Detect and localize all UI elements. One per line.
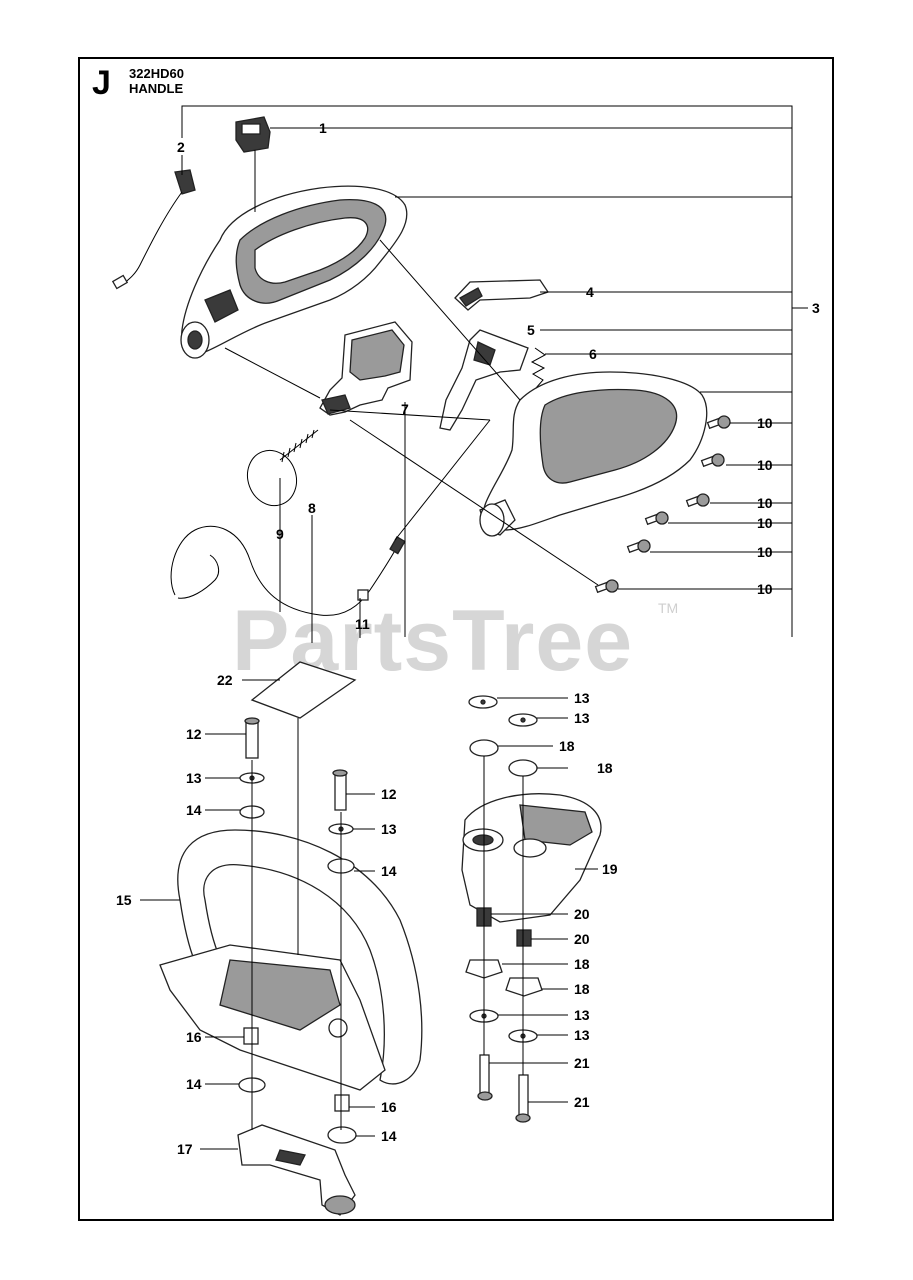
callout-22: 22 xyxy=(217,672,233,688)
callout-10: 10 xyxy=(757,581,773,597)
callout-2: 2 xyxy=(177,139,185,155)
part-19-rear-mount xyxy=(461,793,602,923)
callout-9: 9 xyxy=(276,526,284,542)
watermark-trademark: TM xyxy=(658,600,679,616)
callout-11: 11 xyxy=(355,616,370,632)
callout-20: 20 xyxy=(574,931,590,947)
callout-13: 13 xyxy=(574,1007,590,1023)
callout-10: 10 xyxy=(757,415,773,431)
part-15-front-handle xyxy=(159,829,423,1091)
callout-16: 16 xyxy=(186,1029,202,1045)
callout-17: 17 xyxy=(177,1141,193,1157)
callout-16: 16 xyxy=(381,1099,397,1115)
callout-18: 18 xyxy=(574,956,590,972)
callout-13: 13 xyxy=(574,690,590,706)
callout-14: 14 xyxy=(186,802,202,818)
callout-10: 10 xyxy=(757,544,773,560)
diagram-frame xyxy=(78,57,834,1221)
callout-15: 15 xyxy=(116,892,132,908)
callout-13: 13 xyxy=(381,821,397,837)
callout-10: 10 xyxy=(757,515,773,531)
callout-10: 10 xyxy=(757,457,773,473)
callout-6: 6 xyxy=(589,346,597,362)
callout-14: 14 xyxy=(381,863,397,879)
part-22-label xyxy=(250,661,357,719)
callout-21: 21 xyxy=(574,1094,590,1110)
leader-lines xyxy=(140,105,808,1150)
part-4-lever xyxy=(454,279,550,311)
callout-13: 13 xyxy=(186,770,202,786)
part-9-o-ring xyxy=(246,449,298,507)
part-10-screws xyxy=(594,415,731,594)
callout-7: 7 xyxy=(401,401,409,417)
callout-19: 19 xyxy=(602,861,618,877)
part-3-lower-handle-housing xyxy=(479,371,708,537)
callout-14: 14 xyxy=(186,1076,202,1092)
callout-21: 21 xyxy=(574,1055,590,1071)
callout-18: 18 xyxy=(597,760,613,776)
part-17-bracket xyxy=(237,1124,356,1216)
section-title: HANDLE xyxy=(129,81,184,96)
part-8-spring xyxy=(279,429,319,463)
model-number: 322HD60 xyxy=(129,66,184,81)
part-1-switch xyxy=(235,116,271,153)
callout-10: 10 xyxy=(757,495,773,511)
callout-8: 8 xyxy=(308,500,316,516)
section-letter: J xyxy=(92,64,111,102)
callout-1: 1 xyxy=(319,120,327,136)
callout-4: 4 xyxy=(586,284,594,300)
part-6-spring xyxy=(530,347,546,389)
part-3-upper-handle-housing xyxy=(180,185,408,359)
callout-3: 3 xyxy=(812,300,820,316)
callout-13: 13 xyxy=(574,710,590,726)
part-7-throttle-bracket xyxy=(319,321,413,416)
callout-5: 5 xyxy=(527,322,535,338)
callout-18: 18 xyxy=(559,738,575,754)
callout-13: 13 xyxy=(574,1027,590,1043)
part-2-wire xyxy=(111,169,196,290)
callout-14: 14 xyxy=(381,1128,397,1144)
callout-12: 12 xyxy=(381,786,397,802)
callout-18: 18 xyxy=(574,981,590,997)
callout-labels: 1 2 3 4 5 6 7 8 9 10 10 10 10 10 10 11 1… xyxy=(116,120,820,1157)
part-11-throttle-cable xyxy=(170,525,406,616)
callout-12: 12 xyxy=(186,726,202,742)
callout-20: 20 xyxy=(574,906,590,922)
